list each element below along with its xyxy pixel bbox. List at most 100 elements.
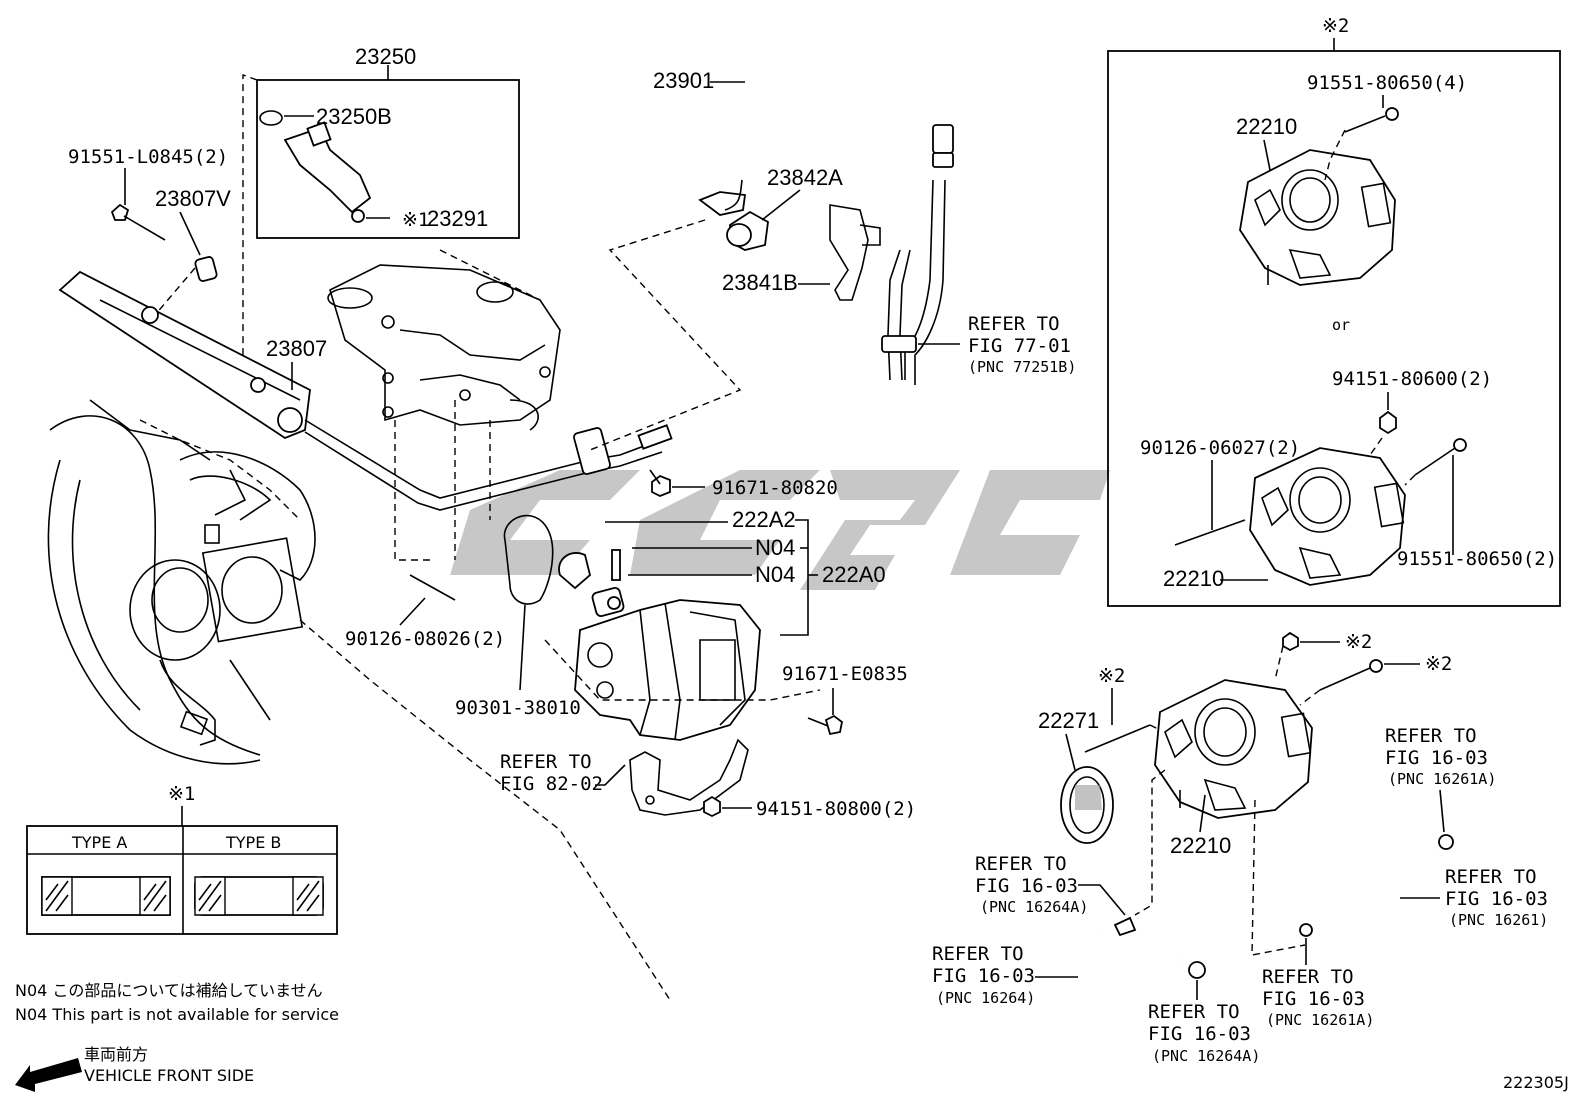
label-23250b: 23250B xyxy=(316,104,392,129)
refer-1603-d-line3: (PNC 16261A) xyxy=(1388,770,1496,788)
stud-90126-08026 xyxy=(409,574,456,601)
bolt-91671-e0835 xyxy=(807,714,843,736)
gasket-22271 xyxy=(1060,766,1114,844)
refer-1603-c-line3: (PNC 16264A) xyxy=(1152,1047,1260,1065)
refer-8202-line1: REFER TO xyxy=(500,751,592,773)
cylinder-head-outline xyxy=(327,264,561,431)
label-91671-e0835: 91671-E0835 xyxy=(782,663,908,685)
marker-star2-stud: ※2 xyxy=(1098,665,1125,687)
refer-1603-d-line1: REFER TO xyxy=(1385,725,1477,747)
bolt-star2 xyxy=(1319,659,1383,691)
front-arrow-icon xyxy=(15,1058,82,1092)
label-23291: 23291 xyxy=(427,206,488,231)
label-222a2: 222A2 xyxy=(732,507,796,532)
gasket-90301-38010 xyxy=(503,514,554,605)
table-marker-star1: ※1 xyxy=(168,783,195,805)
label-23291-marker: ※1 xyxy=(402,209,429,231)
refer-1603-a-line1: REFER TO xyxy=(975,853,1067,875)
refer-1603-f-line2: FIG 16-03 xyxy=(1262,988,1365,1010)
injector-leader-line xyxy=(242,74,258,380)
label-90126-06027: 90126-06027(2) xyxy=(1140,437,1300,459)
throttle-body-bottom xyxy=(1154,679,1313,819)
bracket-refer-8202 xyxy=(629,738,749,816)
type-b-header: TYPE B xyxy=(225,833,281,852)
refer-1603-e-line3: (PNC 16261) xyxy=(1449,911,1548,929)
bolt-91551-80650-mid xyxy=(1414,438,1467,476)
coolant-hose-left xyxy=(1068,916,1206,1004)
vacuum-hose-23901 xyxy=(698,31,954,216)
label-n04-b: N04 xyxy=(755,562,795,587)
label-23807: 23807 xyxy=(266,336,327,361)
label-n04-a: N04 xyxy=(755,535,795,560)
label-91551-l0845: 91551-L0845(2) xyxy=(68,146,228,168)
label-90126-08026: 90126-08026(2) xyxy=(345,628,505,650)
label-90301-38010: 90301-38010 xyxy=(455,697,581,719)
clip-222a2 xyxy=(558,552,592,590)
nut-star2-top xyxy=(1282,631,1299,652)
refer-8202-line2: FIG 82-02 xyxy=(500,773,603,795)
hose-refer-7701 xyxy=(881,179,946,385)
bolt-91671-80820 xyxy=(649,469,671,497)
stud-star2 xyxy=(1084,724,1151,753)
spacer-23807v xyxy=(194,256,218,282)
refer-1603-b-line1: REFER TO xyxy=(932,943,1024,965)
nut-94151-80800 xyxy=(703,795,721,818)
throttle-body-mid xyxy=(1249,447,1406,586)
refer-1603-a-line3: (PNC 16264A) xyxy=(980,898,1088,916)
label-91551-80650-2: 91551-80650(2) xyxy=(1397,548,1557,570)
refer-1603-f-line3: (PNC 16261A) xyxy=(1266,1011,1374,1029)
label-23807v: 23807V xyxy=(155,186,231,211)
box-marker-star2: ※2 xyxy=(1322,15,1349,37)
refer-1603-e-line1: REFER TO xyxy=(1445,866,1537,888)
gear-n04 xyxy=(591,587,625,617)
label-22271: 22271 xyxy=(1038,708,1099,733)
refer-1603-c-line1: REFER TO xyxy=(1148,1001,1240,1023)
intake-manifold xyxy=(47,399,316,765)
type-a-header: TYPE A xyxy=(71,833,127,852)
bolt-91551-l0845 xyxy=(110,203,166,241)
refer-7701-line3: (PNC 77251B) xyxy=(968,358,1076,376)
label-22210-top: 22210 xyxy=(1236,114,1297,139)
marker-star2-nut: ※2 xyxy=(1345,631,1372,653)
injector-assembly-box xyxy=(256,65,520,239)
diagram-code: 222305J xyxy=(1503,1073,1569,1092)
note-front-jp: 車両前方 xyxy=(84,1045,148,1064)
type-table xyxy=(26,825,338,935)
pin-n04 xyxy=(611,549,621,581)
label-94151-80600: 94151-80600(2) xyxy=(1332,368,1492,390)
label-23841b: 23841B xyxy=(722,270,798,295)
label-22210-mid: 22210 xyxy=(1163,566,1224,591)
refer-1603-b-line2: FIG 16-03 xyxy=(932,965,1035,987)
note-n04-en: N04 This part is not available for servi… xyxy=(15,1005,339,1024)
note-front-en: VEHICLE FRONT SIDE xyxy=(84,1066,254,1085)
label-94151-80800: 94151-80800(2) xyxy=(756,798,916,820)
label-91671-80820: 91671-80820 xyxy=(712,477,838,499)
label-222a0: 222A0 xyxy=(822,562,886,587)
refer-1603-a-line2: FIG 16-03 xyxy=(975,875,1078,897)
marker-star2-bolt: ※2 xyxy=(1425,653,1452,675)
refer-1603-b-line3: (PNC 16264) xyxy=(936,989,1035,1007)
note-n04-jp: N04 この部品については補給していません xyxy=(15,981,323,1000)
nut-94151-80600 xyxy=(1379,410,1397,435)
throttle-body-top xyxy=(1239,149,1396,286)
bolt-91551-80650-top xyxy=(1344,107,1399,133)
refer-7701-line1: REFER TO xyxy=(968,313,1060,335)
coolant-hose-right xyxy=(1299,834,1454,1003)
refer-1603-f-line1: REFER TO xyxy=(1262,966,1354,988)
alternative-separator: or xyxy=(1332,316,1350,334)
stud-90126-06027 xyxy=(1174,519,1246,546)
refer-1603-c-line2: FIG 16-03 xyxy=(1148,1023,1251,1045)
fuel-rail-23807 xyxy=(58,270,673,511)
label-23842a: 23842A xyxy=(767,165,843,190)
refer-1603-e-line2: FIG 16-03 xyxy=(1445,888,1548,910)
label-91551-80650-4: 91551-80650(4) xyxy=(1307,72,1467,94)
label-23901: 23901 xyxy=(653,68,714,93)
refer-1603-d-line2: FIG 16-03 xyxy=(1385,747,1488,769)
label-22210-bottom: 22210 xyxy=(1170,833,1231,858)
label-23250: 23250 xyxy=(355,44,416,69)
bracket-23841b xyxy=(829,204,881,301)
throttle-body-center xyxy=(574,599,761,741)
valve-23842a xyxy=(726,210,769,251)
refer-7701-line2: FIG 77-01 xyxy=(968,335,1071,357)
